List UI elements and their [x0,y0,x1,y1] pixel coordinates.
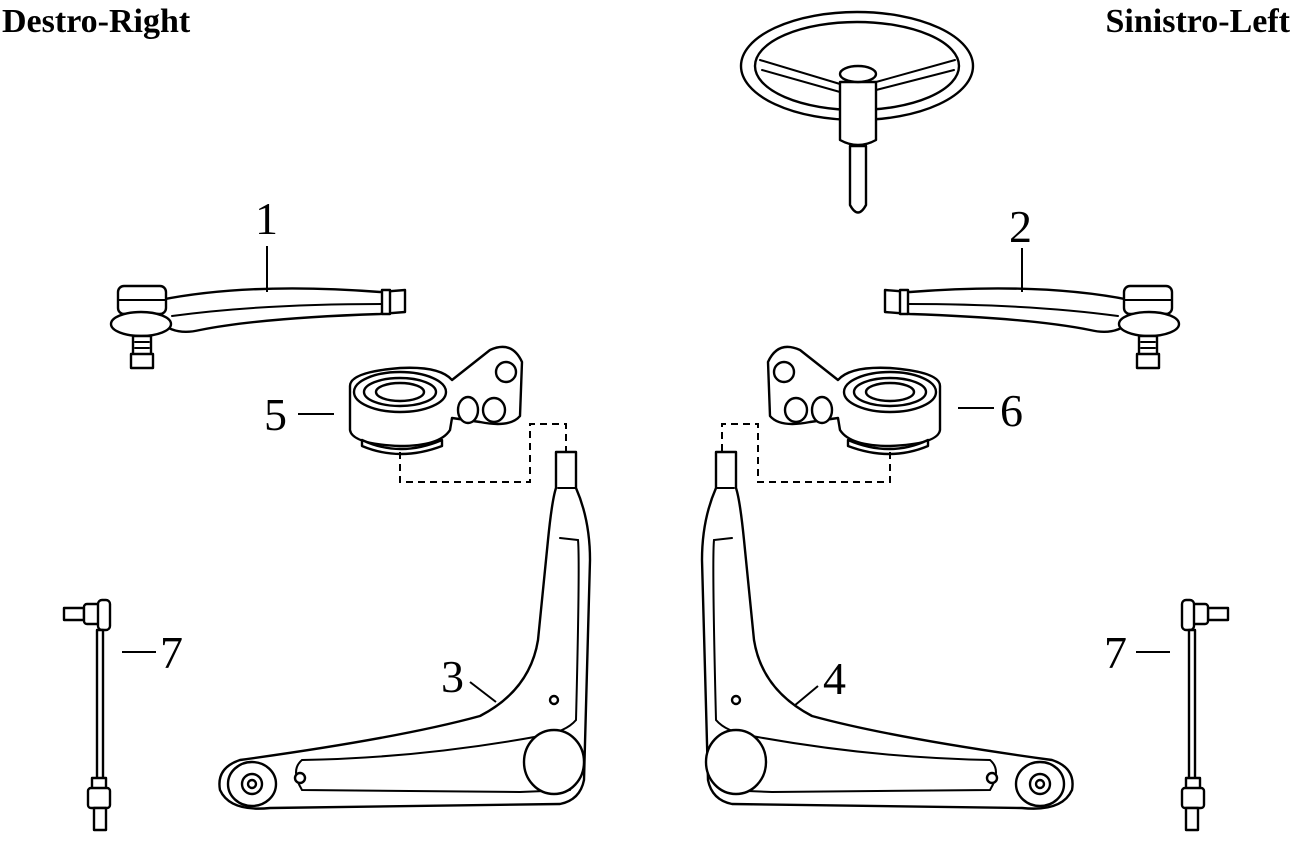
control-arm-left [700,450,1074,810]
side-label-right: Destro-Right [2,3,191,40]
bushing-bracket-right [348,345,524,456]
callout-7-left: 7 [1104,627,1127,678]
callout-3: 3 [441,651,464,702]
stabilizer-link-right [62,598,112,832]
callout-4: 4 [823,653,846,704]
callout-7-right: 7 [160,627,183,678]
tie-rod-end-left [883,284,1181,370]
bushing-bracket-left [766,345,942,456]
control-arm-right [218,450,592,810]
callout-5: 5 [264,389,287,440]
callout-6: 6 [1000,385,1023,436]
stabilizer-link-left [1180,598,1230,832]
callout-2: 2 [1009,201,1032,252]
side-label-left: Sinistro-Left [1105,3,1290,40]
steering-wheel-icon [739,10,975,214]
callout-1: 1 [255,193,278,244]
tie-rod-end-right [109,284,407,370]
